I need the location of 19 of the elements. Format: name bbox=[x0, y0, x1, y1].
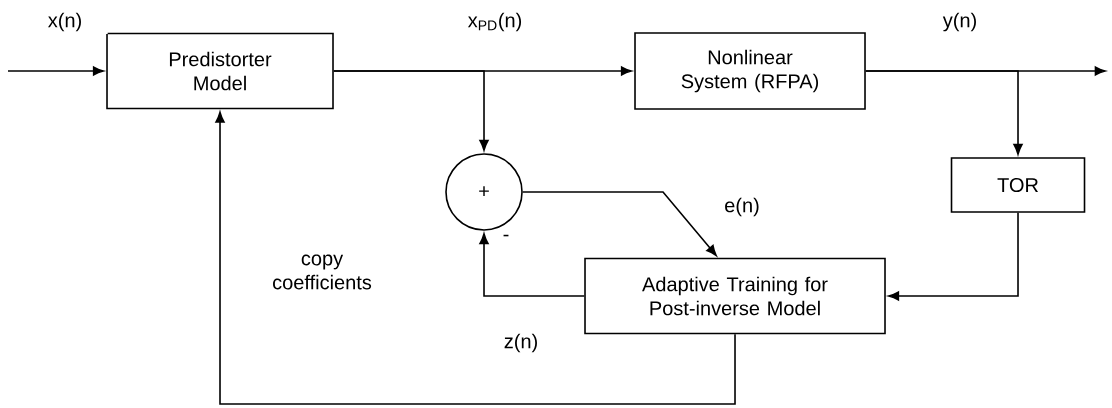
summing-junction: + bbox=[445, 153, 523, 231]
arrow bbox=[888, 212, 1019, 301]
arrow bbox=[333, 70, 489, 151]
edge-label: e(n) bbox=[725, 197, 759, 217]
arrow bbox=[865, 70, 1023, 155]
block-box: TOR bbox=[950, 157, 1086, 213]
edge-label: copy coefficients bbox=[273, 254, 372, 290]
sign-label: - bbox=[503, 234, 509, 237]
edge-label: x(n) bbox=[48, 12, 81, 32]
block-box: Predistorter Model bbox=[106, 32, 334, 110]
arrow bbox=[479, 233, 585, 297]
block-box: Adaptive Training for Post-inverse Model bbox=[584, 257, 886, 335]
arrow bbox=[7, 66, 104, 76]
arrow bbox=[215, 111, 736, 405]
arrow bbox=[522, 191, 717, 257]
edge-label: x$_{PD}$(n) bbox=[467, 12, 522, 32]
edge-label: y(n) bbox=[942, 12, 976, 32]
block-box: Nonlinear System (RFPA) bbox=[634, 32, 866, 110]
edge-label: z(n) bbox=[504, 333, 537, 353]
